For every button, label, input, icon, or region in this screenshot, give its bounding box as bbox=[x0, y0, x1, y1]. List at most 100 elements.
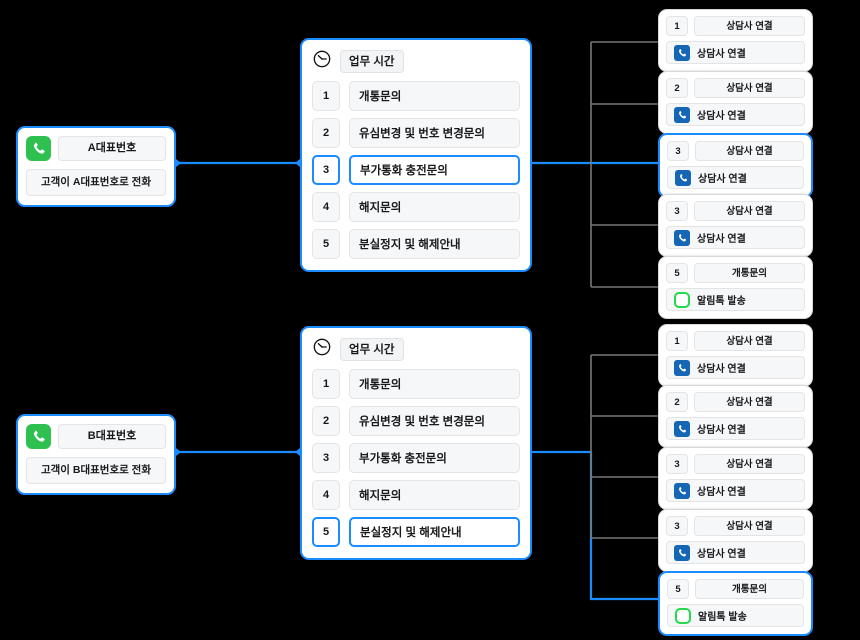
action-card-title: 상담사 연결 bbox=[694, 16, 805, 36]
action-card-title: 상담사 연결 bbox=[694, 516, 805, 536]
clock-icon bbox=[312, 49, 332, 74]
action-card-title: 상담사 연결 bbox=[694, 201, 805, 221]
action-card-title: 상담사 연결 bbox=[694, 78, 805, 98]
action-card-title: 상담사 연결 bbox=[694, 392, 805, 412]
menu-item-label: 개통문의 bbox=[349, 81, 520, 111]
action-card-header: 5 개통문의 bbox=[667, 579, 804, 599]
chat-icon bbox=[674, 291, 690, 308]
menu-item[interactable]: 4 해지문의 bbox=[312, 480, 520, 510]
menu-item[interactable]: 1 개통문의 bbox=[312, 369, 520, 399]
menu-header: 업무 시간 bbox=[312, 337, 520, 362]
action-card-header: 2 상담사 연결 bbox=[666, 392, 805, 412]
menu-item[interactable]: 1 개통문의 bbox=[312, 81, 520, 111]
menu-item[interactable]: 2 유심변경 및 번호 변경문의 bbox=[312, 118, 520, 148]
action-card-action: 알림톡 발송 bbox=[667, 604, 804, 627]
action-card-action: 상담사 연결 bbox=[666, 41, 805, 64]
menu-item-label: 유심변경 및 번호 변경문의 bbox=[349, 118, 520, 148]
clock-icon bbox=[312, 337, 332, 362]
action-card-number: 3 bbox=[667, 141, 689, 161]
phone-icon bbox=[675, 169, 691, 186]
action-card-header: 1 상담사 연결 bbox=[666, 331, 805, 351]
action-card-number: 3 bbox=[666, 454, 688, 474]
menu-item-number: 2 bbox=[312, 406, 340, 436]
action-card-header: 3 상담사 연결 bbox=[667, 141, 804, 161]
caller-subtitle: 고객이 B대표번호로 전화 bbox=[26, 457, 166, 484]
action-card-number: 3 bbox=[666, 201, 688, 221]
action-card-action: 상담사 연결 bbox=[667, 166, 804, 189]
action-card-header: 3 상담사 연결 bbox=[666, 516, 805, 536]
action-card[interactable]: 1 상담사 연결 상담사 연결 bbox=[658, 324, 813, 387]
action-card[interactable]: 2 상담사 연결 상담사 연결 bbox=[658, 71, 813, 134]
chat-icon bbox=[675, 607, 691, 624]
caller-header: B대표번호 bbox=[26, 424, 166, 449]
phone-icon bbox=[674, 44, 690, 61]
action-card[interactable]: 2 상담사 연결 상담사 연결 bbox=[658, 385, 813, 448]
menu-item[interactable]: 2 유심변경 및 번호 변경문의 bbox=[312, 406, 520, 436]
phone-icon bbox=[674, 482, 690, 499]
menu-item-label: 부가통화 충전문의 bbox=[349, 443, 520, 473]
menu-item[interactable]: 3 부가통화 충전문의 bbox=[312, 443, 520, 473]
menu-item-number: 5 bbox=[312, 517, 340, 547]
action-card-title: 상담사 연결 bbox=[694, 454, 805, 474]
action-card[interactable]: 3 상담사 연결 상담사 연결 bbox=[658, 194, 813, 257]
menu-node-a[interactable]: 업무 시간 1 개통문의 2 유심변경 및 번호 변경문의 3 부가통화 충전문… bbox=[300, 38, 532, 272]
action-card-action: 상담사 연결 bbox=[666, 103, 805, 126]
action-card-number: 1 bbox=[666, 16, 688, 36]
menu-node-b[interactable]: 업무 시간 1 개통문의 2 유심변경 및 번호 변경문의 3 부가통화 충전문… bbox=[300, 326, 532, 560]
caller-header: A대표번호 bbox=[26, 136, 166, 161]
menu-item-label: 부가통화 충전문의 bbox=[349, 155, 520, 185]
menu-item-label: 분실정지 및 해제안내 bbox=[349, 517, 520, 547]
action-card-title: 상담사 연결 bbox=[694, 331, 805, 351]
menu-item-selected[interactable]: 5 분실정지 및 해제안내 bbox=[312, 517, 520, 547]
action-card-header: 3 상담사 연결 bbox=[666, 454, 805, 474]
menu-item-number: 1 bbox=[312, 81, 340, 111]
phone-icon bbox=[674, 544, 690, 561]
menu-item[interactable]: 4 해지문의 bbox=[312, 192, 520, 222]
menu-item-number: 1 bbox=[312, 369, 340, 399]
action-card-number: 2 bbox=[666, 78, 688, 98]
phone-icon bbox=[674, 229, 690, 246]
action-card-header: 5 개통문의 bbox=[666, 263, 805, 283]
action-card-selected[interactable]: 5 개통문의 알림톡 발송 bbox=[658, 571, 813, 636]
action-card[interactable]: 1 상담사 연결 상담사 연결 bbox=[658, 9, 813, 72]
menu-item[interactable]: 5 분실정지 및 해제안내 bbox=[312, 229, 520, 259]
action-card[interactable]: 5 개통문의 알림톡 발송 bbox=[658, 256, 813, 319]
menu-item-label: 개통문의 bbox=[349, 369, 520, 399]
action-card-action-label: 상담사 연결 bbox=[697, 234, 746, 245]
action-card-action: 알림톡 발송 bbox=[666, 288, 805, 311]
caller-node-b[interactable]: B대표번호 고객이 B대표번호로 전화 bbox=[16, 414, 176, 495]
action-card[interactable]: 3 상담사 연결 상담사 연결 bbox=[658, 447, 813, 510]
action-card-action: 상담사 연결 bbox=[666, 541, 805, 564]
caller-subtitle: 고객이 A대표번호로 전화 bbox=[26, 169, 166, 196]
action-card-action-label: 알림톡 발송 bbox=[698, 612, 747, 623]
menu-item-number: 2 bbox=[312, 118, 340, 148]
wire-menu-b-selected bbox=[526, 450, 658, 601]
menu-header-label: 업무 시간 bbox=[340, 50, 404, 73]
menu-item-number: 3 bbox=[312, 443, 340, 473]
menu-header: 업무 시간 bbox=[312, 49, 520, 74]
action-card-number: 1 bbox=[666, 331, 688, 351]
menu-item-label: 분실정지 및 해제안내 bbox=[349, 229, 520, 259]
menu-item-number: 4 bbox=[312, 192, 340, 222]
caller-node-a[interactable]: A대표번호 고객이 A대표번호로 전화 bbox=[16, 126, 176, 207]
action-card-title: 개통문의 bbox=[694, 263, 805, 283]
action-card-action-label: 상담사 연결 bbox=[697, 49, 746, 60]
menu-item-label: 해지문의 bbox=[349, 480, 520, 510]
action-card-action-label: 알림톡 발송 bbox=[697, 296, 746, 307]
menu-item-selected[interactable]: 3 부가통화 충전문의 bbox=[312, 155, 520, 185]
action-card-header: 1 상담사 연결 bbox=[666, 16, 805, 36]
action-card-action: 상담사 연결 bbox=[666, 356, 805, 379]
action-card-action-label: 상담사 연결 bbox=[697, 364, 746, 375]
caller-title: A대표번호 bbox=[58, 136, 166, 161]
menu-item-label: 해지문의 bbox=[349, 192, 520, 222]
action-card-title: 개통문의 bbox=[695, 579, 804, 599]
action-card-selected[interactable]: 3 상담사 연결 상담사 연결 bbox=[658, 133, 813, 198]
action-card[interactable]: 3 상담사 연결 상담사 연결 bbox=[658, 509, 813, 572]
action-card-number: 3 bbox=[666, 516, 688, 536]
phone-icon bbox=[26, 136, 51, 161]
action-card-header: 2 상담사 연결 bbox=[666, 78, 805, 98]
action-card-action: 상담사 연결 bbox=[666, 479, 805, 502]
action-card-action: 상담사 연결 bbox=[666, 226, 805, 249]
phone-icon bbox=[674, 106, 690, 123]
